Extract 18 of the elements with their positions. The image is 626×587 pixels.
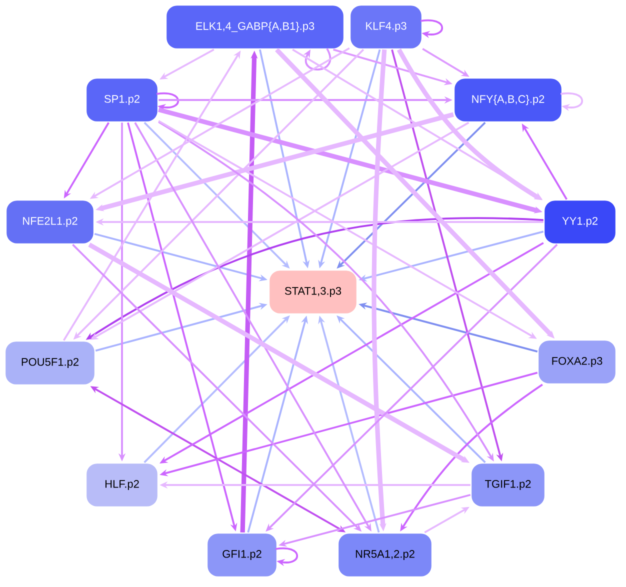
node-box: STAT1,3.p3 bbox=[268, 269, 358, 315]
node-box: ELK1,4_GABP{A,B1}.p3 bbox=[165, 4, 345, 50]
node-box: SP1.p2 bbox=[85, 77, 159, 123]
node-box: NFY{A,B,C}.p2 bbox=[453, 77, 563, 123]
arrow bbox=[156, 92, 179, 112]
node-box: FOXA2.p3 bbox=[537, 339, 617, 385]
arrow bbox=[560, 92, 583, 112]
node-box: POU5F1.p2 bbox=[4, 340, 96, 386]
node-box: NR5A1,2.p2 bbox=[337, 532, 433, 578]
arrow bbox=[303, 48, 332, 70]
arrow bbox=[276, 547, 298, 566]
node-box: NFE2L1.p2 bbox=[5, 199, 95, 245]
node-box: YY1.p2 bbox=[543, 199, 617, 245]
node-box: GFI1.p2 bbox=[206, 532, 278, 578]
arrow bbox=[420, 19, 443, 38]
node-box: HLF.p2 bbox=[85, 462, 159, 508]
node-box: KLF4.p3 bbox=[349, 4, 423, 50]
node-box: TGIF1.p2 bbox=[470, 462, 546, 508]
